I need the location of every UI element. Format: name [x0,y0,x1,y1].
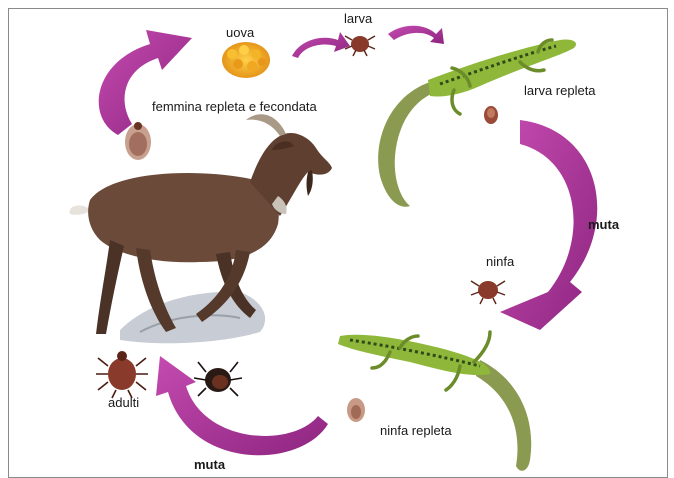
arrow-uova-to-larva [292,32,350,58]
arrow-larva-to-ninfa [500,120,597,330]
label-adulti: adulti [108,396,139,409]
label-muta-right: muta [588,218,619,231]
ninfa-repleta-tick-icon [347,398,365,422]
arrow-larva-to-lizard [388,26,444,44]
goat-illustration [70,114,332,343]
arrow-ninfa-to-adulti [156,356,328,455]
label-larva-repleta: larva repleta [524,84,596,97]
larva-repleta-tick-icon [484,106,498,124]
label-larva: larva [344,12,372,25]
label-ninfa-repleta: ninfa repleta [380,424,452,437]
ninfa-tick-icon [471,281,505,304]
eggs-icon [222,42,270,78]
adult-tick-icon [96,351,148,398]
label-ninfa: ninfa [486,255,514,268]
label-femmina: femmina repleta e fecondata [152,100,317,113]
label-muta-bottom: muta [194,458,225,471]
lizard-bottom-illustration [338,332,531,471]
adult-tick-black-icon [194,362,242,396]
lizard-top-illustration [378,39,576,206]
femmina-tick-icon [125,122,151,160]
label-uova: uova [226,26,254,39]
arrow-femmina-to-uova [99,30,192,135]
